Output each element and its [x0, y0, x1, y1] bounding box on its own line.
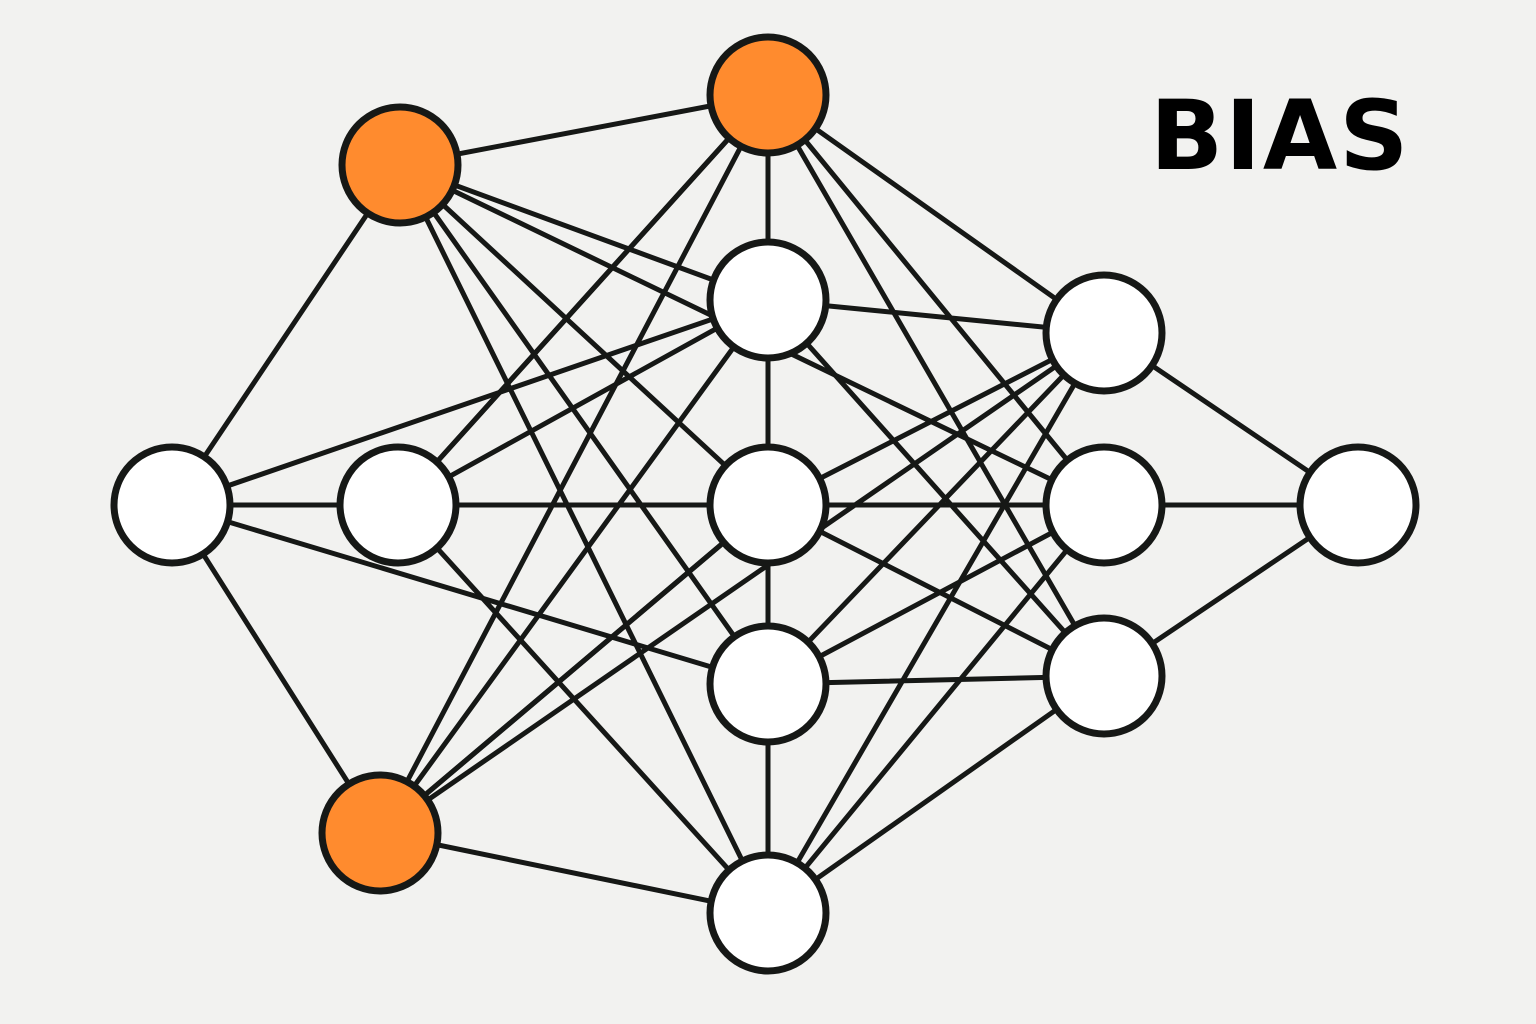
edge-l1-bot-to-l2-a	[377, 297, 771, 836]
node-l1-top-highlighted	[338, 103, 462, 227]
edge-l1-top-to-l2-c	[397, 162, 771, 687]
node-l2-b	[706, 443, 830, 567]
node-l2-bot	[706, 851, 830, 975]
node-l3-mid	[1042, 443, 1166, 567]
node-l2-c	[706, 622, 830, 746]
edge-input-to-l2-c	[169, 502, 771, 687]
node-output	[1296, 443, 1420, 567]
node-l1-mid	[336, 443, 460, 567]
edge-input-to-l1-bot	[169, 502, 383, 836]
edge-l1-top-to-l2-bot	[397, 162, 771, 916]
edge-l1-top-to-l2-a	[397, 162, 771, 303]
edge-l2-b-to-l3-top	[765, 330, 1107, 508]
node-l2-a	[706, 238, 830, 362]
edge-input-to-l2-a	[169, 297, 771, 508]
node-l1-bot-highlighted	[318, 771, 442, 895]
edge-l2-top-to-l3-bot	[765, 92, 1107, 679]
edge-l2-b-to-l1-bot	[377, 502, 771, 836]
edge-l2-top-to-l3-mid	[765, 92, 1107, 508]
edge-l1-mid-to-l2-bot	[395, 502, 771, 916]
connections	[169, 92, 1361, 916]
edge-l1-bot-to-l2-bot	[377, 830, 771, 916]
edge-l2-b-to-l3-bot	[765, 502, 1107, 679]
edge-l1-top-to-l2-top	[397, 92, 771, 168]
edge-l2-c-to-l3-top	[765, 330, 1107, 687]
diagram-title: BIAS	[1150, 80, 1411, 192]
edge-l2-bot-to-l3-mid	[765, 502, 1107, 916]
edge-l2-top-to-l1-mid	[395, 92, 771, 508]
neurons	[110, 33, 1420, 975]
node-l3-bot	[1042, 614, 1166, 738]
edge-l1-bot-to-l2-top	[377, 92, 771, 836]
edge-l2-bot-to-l3-top	[765, 330, 1107, 916]
edge-l2-a-to-l3-bot	[765, 297, 1107, 679]
edge-input-to-l1-top	[169, 162, 403, 508]
edge-l2-top-to-l3-top	[765, 92, 1107, 336]
edge-l1-top-to-l2-b	[397, 162, 771, 508]
edge-l1-bot-to-l3-top	[377, 330, 1107, 836]
edge-l2-c-to-l3-mid	[765, 502, 1107, 687]
node-input	[110, 443, 234, 567]
node-l2-top-highlighted	[706, 33, 830, 157]
edge-l1-mid-to-l2-a	[395, 297, 771, 508]
edge-l2-bot-to-l3-bot	[765, 673, 1107, 916]
node-l3-top	[1042, 271, 1166, 395]
